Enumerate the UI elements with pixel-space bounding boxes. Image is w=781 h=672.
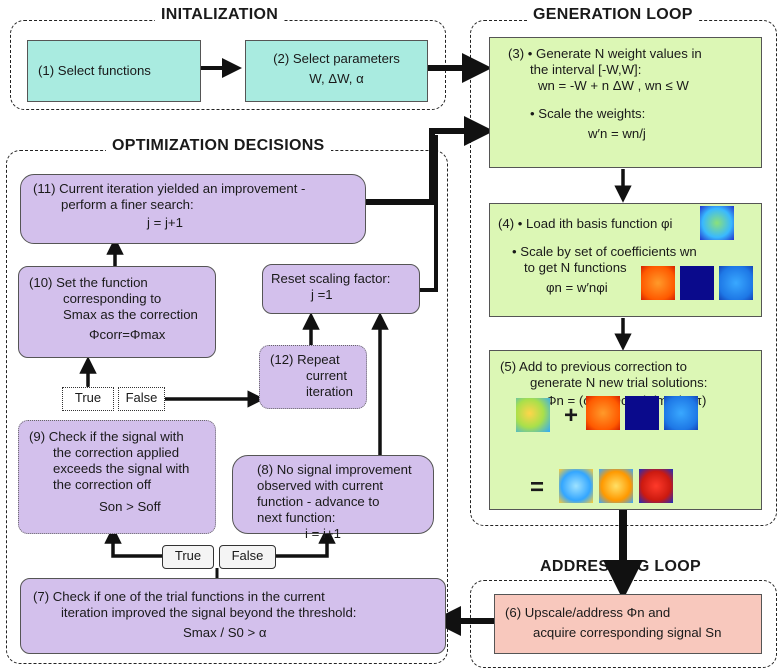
box8-line2: observed with current — [257, 478, 384, 493]
box10-line4: Φcorr=Φmax — [89, 327, 166, 342]
box2-line2: W, ΔW, α — [309, 71, 364, 86]
box10-line1: (10) Set the function — [29, 275, 148, 290]
box9-line4: the correction off — [53, 477, 151, 492]
box-upscale-address: (6) Upscale/address Φn and acquire corre… — [494, 594, 762, 654]
box7-line1: (7) Check if one of the trial functions … — [33, 589, 325, 604]
box-finer-search: (11) Current iteration yielded an improv… — [20, 174, 366, 244]
box10-line2: corresponding to — [63, 291, 162, 306]
box4-line1: (4) • Load ith basis function φi — [498, 216, 673, 231]
box-set-correction: (10) Set the function corresponding to S… — [18, 266, 216, 358]
box3-line5: w′n = wn/j — [588, 126, 646, 141]
scaled-function-thumbnail-3 — [719, 266, 753, 300]
box3-line3: wn = -W + n ΔW , wn ≤ W — [538, 78, 689, 93]
box9-line5: Son > Soff — [99, 499, 161, 514]
box-select-functions: (1) Select functions — [27, 40, 201, 102]
trial-add-thumbnail-2 — [625, 396, 659, 430]
box12-line2: current — [306, 368, 348, 383]
box11-line3: j = j+1 — [147, 215, 183, 230]
box5-line1: (5) Add to previous correction to — [500, 359, 687, 374]
trial-result-thumbnail-3 — [639, 469, 673, 503]
box11-line1: (11) Current iteration yielded an improv… — [33, 181, 306, 196]
scaled-function-thumbnail-2 — [680, 266, 714, 300]
trial-add-thumbnail-1 — [586, 396, 620, 430]
box-repeat-iteration: (12) Repeat current iteration — [259, 345, 367, 409]
box8-line1: (8) No signal improvement — [257, 462, 412, 477]
decision-false-bottom: False — [219, 545, 276, 569]
trial-result-thumbnail-2 — [599, 469, 633, 503]
plus-sign: + — [564, 402, 579, 429]
reset-line1: Reset scaling factor: — [271, 271, 391, 286]
box3-line2: the interval [-W,W]: — [530, 62, 642, 77]
box5-line2: generate N new trial solutions: — [530, 375, 708, 390]
box-check-threshold: (7) Check if one of the trial functions … — [20, 578, 446, 654]
box3-line1: (3) • Generate N weight values in — [508, 46, 702, 61]
box4-line4: φn = w′nφi — [546, 280, 608, 295]
box-generate-weights: (3) • Generate N weight values in the in… — [489, 37, 762, 168]
basis-function-thumbnail — [700, 206, 734, 240]
box1-text: (1) Select functions — [38, 63, 151, 78]
scaled-function-thumbnail-1 — [641, 266, 675, 300]
box9-line2: the correction applied — [53, 445, 180, 460]
box10-line3: Smax as the correction — [63, 307, 198, 322]
decision-true-top: True — [62, 387, 114, 411]
box6-line1: (6) Upscale/address Φn and — [505, 605, 671, 620]
box6-line2: acquire corresponding signal Sn — [533, 625, 722, 640]
box8-line4: next function: — [257, 510, 336, 525]
trial-add-thumbnail-3 — [664, 396, 698, 430]
reset-line2: j =1 — [311, 287, 333, 302]
decision-false-top: False — [118, 387, 165, 411]
box4-line3: to get N functions — [524, 260, 627, 275]
box7-line3: Smax / S0 > α — [183, 625, 267, 640]
box9-line3: exceeds the signal with — [53, 461, 190, 476]
box2-line1: (2) Select parameters — [273, 51, 400, 66]
box9-line1: (9) Check if the signal with — [29, 429, 184, 444]
box-advance-function: (8) No signal improvement observed with … — [232, 455, 434, 541]
generation-loop-title: GENERATION LOOP — [527, 6, 699, 24]
trial-result-thumbnail-1 — [559, 469, 593, 503]
box7-line2: iteration improved the signal beyond the… — [61, 605, 357, 620]
box3-line4: • Scale the weights: — [530, 106, 646, 121]
equals-sign: = — [530, 474, 545, 501]
previous-correction-thumbnail — [516, 398, 550, 432]
box4-line2: • Scale by set of coefficients wn — [512, 244, 697, 259]
box8-line3: function - advance to — [257, 494, 380, 509]
decision-true-bottom: True — [162, 545, 214, 569]
box-reset-scaling: Reset scaling factor: j =1 — [262, 264, 420, 314]
box11-line2: perform a finer search: — [61, 197, 194, 212]
box12-line3: iteration — [306, 384, 353, 399]
box-select-parameters: (2) Select parameters W, ΔW, α — [245, 40, 428, 102]
optimization-title: OPTIMIZATION DECISIONS — [106, 137, 331, 155]
initialization-title: INITALIZATION — [155, 6, 285, 24]
box12-line1: (12) Repeat — [270, 352, 340, 367]
box-check-signal: (9) Check if the signal with the correct… — [18, 420, 216, 534]
box8-line5: i = i+1 — [305, 526, 341, 541]
